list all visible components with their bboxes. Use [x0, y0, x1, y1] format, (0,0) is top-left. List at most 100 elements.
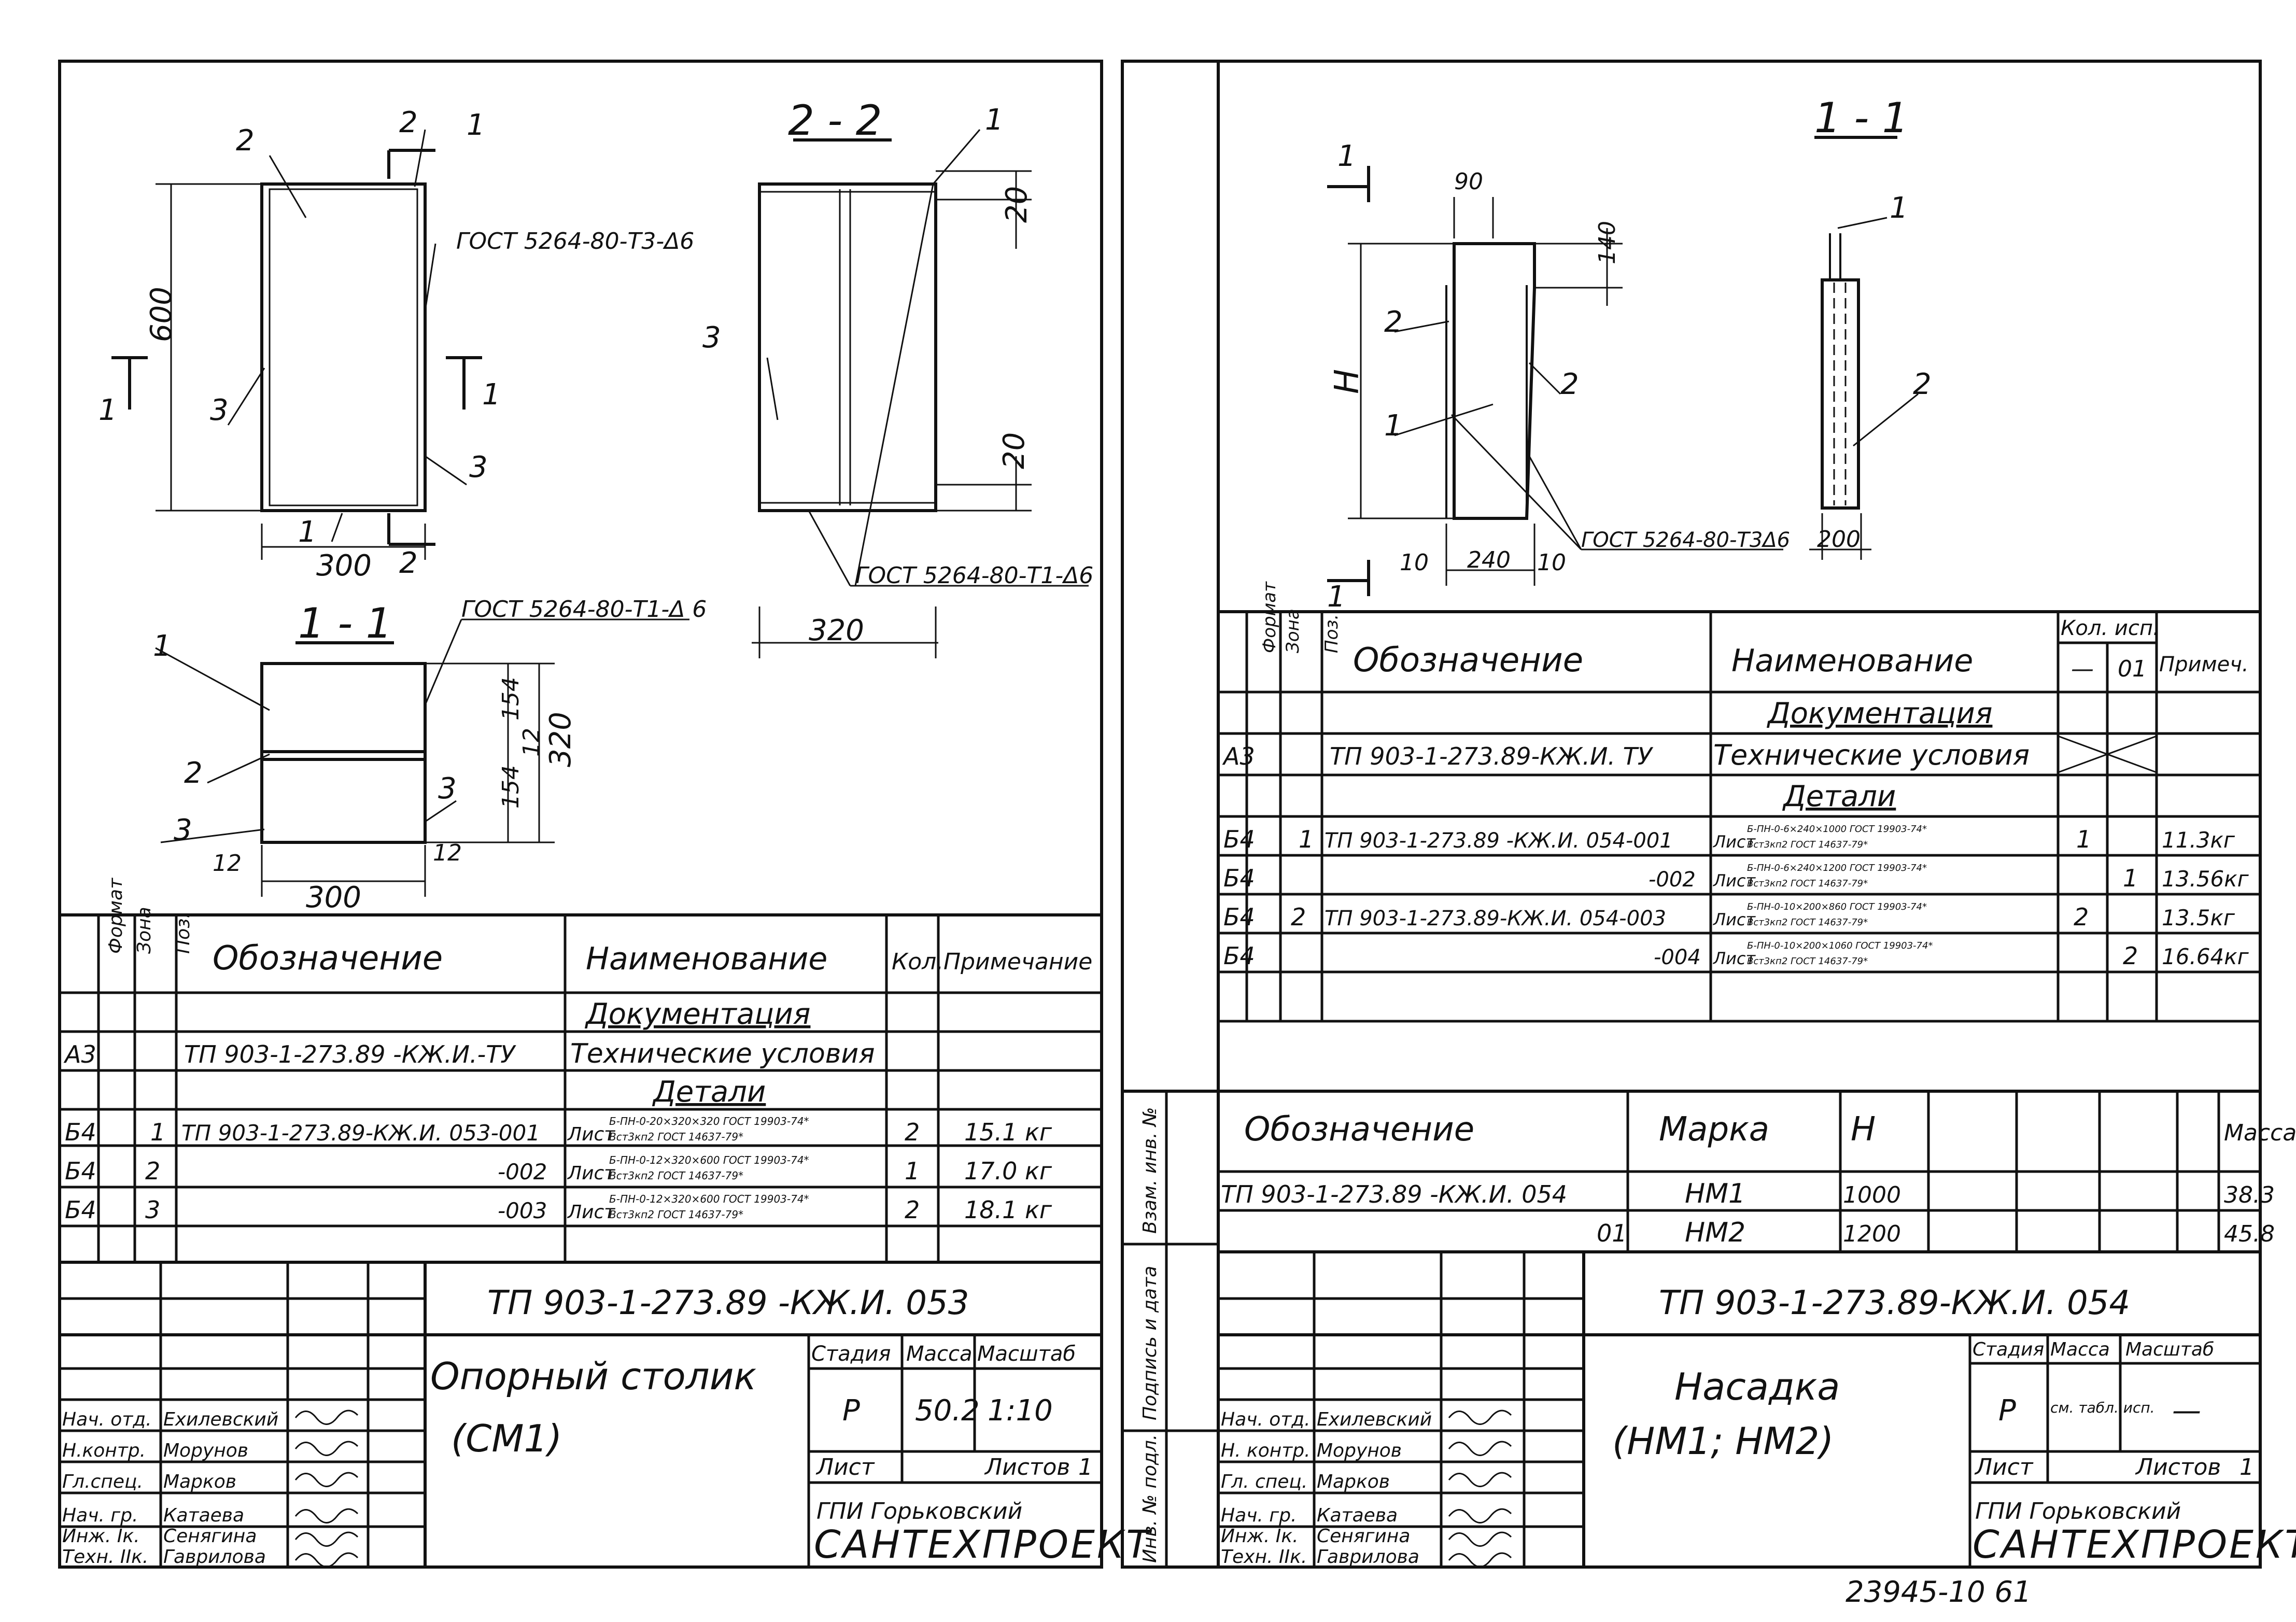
lspec-r3-name: Лист	[567, 1202, 615, 1223]
v11-pos-3-right: 3	[438, 772, 457, 806]
lspec-r2-pos: 2	[145, 1157, 160, 1185]
lspec-h-qty: Кол.	[892, 949, 943, 975]
lspec-r3-name-top: Б-ПН-0-12×320×600 ГОСТ 19903-74*	[609, 1193, 809, 1205]
rspec-h-zone: Зона	[1283, 609, 1303, 653]
weld-note-main: ГОСТ 5264-80-Т3-Δ6	[456, 228, 694, 255]
right-signer-4-name: Сенягина	[1317, 1526, 1410, 1547]
left-title-block-grid	[60, 1262, 1102, 1567]
rspec-h-qty: Кол. исп.	[2061, 616, 2160, 640]
lspec-r3-format: Б4	[65, 1196, 96, 1224]
right-view-1-1-labels: 1 - 1 1 2 200	[1814, 94, 1932, 553]
lspec-r0-format: А3	[63, 1040, 96, 1068]
left-signer-1-role: Н.контр.	[62, 1440, 146, 1461]
var-r1-mark: НМ2	[1685, 1217, 1745, 1248]
rspec-r0-code: ТП 903-1-273.89-КЖ.И. ТУ	[1330, 742, 1654, 770]
rspec-r4-name: Лист	[1713, 949, 1756, 968]
v11-dim-300: 300	[306, 881, 361, 914]
lspec-h-name: Наименование	[586, 941, 827, 977]
lspec-r3-code: -003	[498, 1198, 547, 1223]
right-title-block: ТП 903-1-273.89-КЖ.И. 054 Насадка (НМ1; …	[1221, 1284, 2296, 1568]
left-spec-grid	[60, 913, 1102, 1264]
right-view-1-1	[1809, 136, 1919, 560]
left-title-2: (СМ1)	[451, 1417, 562, 1460]
right-scale: —	[2172, 1394, 2201, 1428]
pos-2-main: 2	[236, 124, 255, 158]
rspec-h-pos: Поз.	[1321, 614, 1342, 653]
right-signer-2-name: Марков	[1317, 1471, 1390, 1492]
r-dim-10-right: 10	[1537, 549, 1566, 576]
right-signer-0-role: Нач. отд.	[1221, 1409, 1311, 1430]
rspec-r1-code: ТП 903-1-273.89 -КЖ.И. 054-001	[1325, 829, 1673, 853]
variants-table: Обозначение Марка Н Масса ТП 903-1-273.8…	[1221, 1110, 2296, 1248]
right-spec-grid	[1122, 610, 2260, 1093]
lspec-r1-name-bot: Вст3кп2 ГОСТ 14637-79*	[609, 1131, 743, 1143]
r11-pos-2: 2	[1913, 368, 1932, 401]
dim-300-main: 300	[316, 549, 372, 583]
r11-dim-200: 200	[1817, 526, 1861, 553]
rspec-r4-q2: 2	[2123, 942, 2138, 970]
lspec-r2-format: Б4	[65, 1157, 96, 1185]
v11-dim-12-left: 12	[213, 850, 242, 877]
r-dim-10-left: 10	[1400, 549, 1429, 576]
var-r0-mass: 38.3	[2224, 1182, 2275, 1208]
side-label-0: Взам. инв. №	[1139, 1107, 1161, 1234]
lspec-r1-name-top: Б-ПН-0-20×320×320 ГОСТ 19903-74*	[609, 1115, 809, 1127]
rspec-r1-name-top: Б-ПН-0-6×240×1000 ГОСТ 19903-74*	[1747, 824, 1927, 835]
left-main-view	[111, 129, 482, 560]
lspec-h-format: Формат	[105, 878, 126, 954]
pos-1-top: 1	[467, 108, 485, 142]
right-signer-2-role: Гл. спец.	[1221, 1471, 1307, 1492]
right-title-1: Насадка	[1674, 1365, 1840, 1408]
right-signer-5-name: Гаврилова	[1317, 1546, 1419, 1568]
v11-weld-note: ГОСТ 5264-80-Т1-Δ 6	[461, 596, 707, 623]
side-label-2: Инв. № подл.	[1139, 1434, 1161, 1563]
side-label-1: Подпись и дата	[1139, 1266, 1161, 1420]
rspec-section-docs: Документация	[1766, 697, 1992, 730]
v22-pos-1: 1	[985, 103, 1004, 137]
footer-number: 23945-10 61	[1846, 1575, 2032, 1609]
right-signer-1-name: Морунов	[1317, 1440, 1402, 1461]
lspec-r2-code: -002	[498, 1159, 547, 1184]
rspec-r0-name: Технические условия	[1713, 739, 2030, 771]
rspec-r4-name-bot: Вст3кп2 ГОСТ 14637-79*	[1747, 956, 1868, 967]
rspec-h-code: Обозначение	[1353, 641, 1583, 680]
left-sheets: 1	[1078, 1454, 1093, 1480]
lspec-r3-pos: 3	[145, 1196, 160, 1224]
r-pos-1-left: 1	[1384, 409, 1403, 443]
var-h-mark: Марка	[1659, 1110, 1769, 1149]
left-scale: 1:10	[988, 1394, 1053, 1428]
var-r1-code: 01	[1597, 1219, 1627, 1247]
lspec-r1-note: 15.1 кг	[964, 1118, 1052, 1146]
r-weld-note: ГОСТ 5264-80-Т3Δ6	[1581, 528, 1790, 552]
lspec-r2-name-top: Б-ПН-0-12×320×600 ГОСТ 19903-74*	[609, 1154, 809, 1166]
r-dim-240: 240	[1467, 547, 1511, 573]
left-spec-rows: Документация А3 ТП 903-1-273.89 -КЖ.И.-Т…	[63, 997, 1052, 1224]
rspec-r3-pos: 2	[1291, 903, 1306, 931]
rspec-r4-format: Б4	[1223, 942, 1255, 970]
left-sheet-label: Лист	[815, 1454, 875, 1480]
right-main-view	[1327, 166, 1783, 596]
rspec-r4-note: 16.64кг	[2162, 944, 2249, 969]
right-frame	[1121, 60, 2262, 1569]
left-scale-label: Масштаб	[977, 1342, 1076, 1366]
left-signer-0-name: Ехилевский	[163, 1409, 278, 1430]
var-r1-mass: 45.8	[2224, 1221, 2275, 1247]
left-signatures	[294, 1409, 359, 1568]
rspec-r0-format: А3	[1222, 742, 1255, 770]
lspec-r1-code: ТП 903-1-273.89-КЖ.И. 053-001	[181, 1120, 540, 1146]
sec-2-top: 2	[399, 106, 418, 139]
lspec-r1-name: Лист	[567, 1124, 615, 1145]
right-scale-label: Масштаб	[2125, 1339, 2214, 1360]
rspec-r2-name-top: Б-ПН-0-6×240×1200 ГОСТ 19903-74*	[1747, 863, 1927, 873]
right-spec-rows: Документация А3 ТП 903-1-273.89-КЖ.И. ТУ…	[1222, 697, 2249, 970]
right-spec-headers: Формат Зона Поз. Обозначение Наименовани…	[1259, 581, 2249, 682]
rspec-r2-note: 13.56кг	[2162, 866, 2249, 892]
r-sec-1-top: 1	[1337, 139, 1356, 173]
view-2-2-title: 2 - 2	[788, 96, 882, 145]
v11-dim-12-right: 12	[433, 840, 462, 866]
left-signer-5-name: Гаврилова	[163, 1546, 266, 1568]
lspec-r3-qty: 2	[905, 1196, 920, 1224]
left-signer-1-name: Морунов	[163, 1440, 248, 1461]
left-stage-label: Стадия	[811, 1342, 891, 1366]
